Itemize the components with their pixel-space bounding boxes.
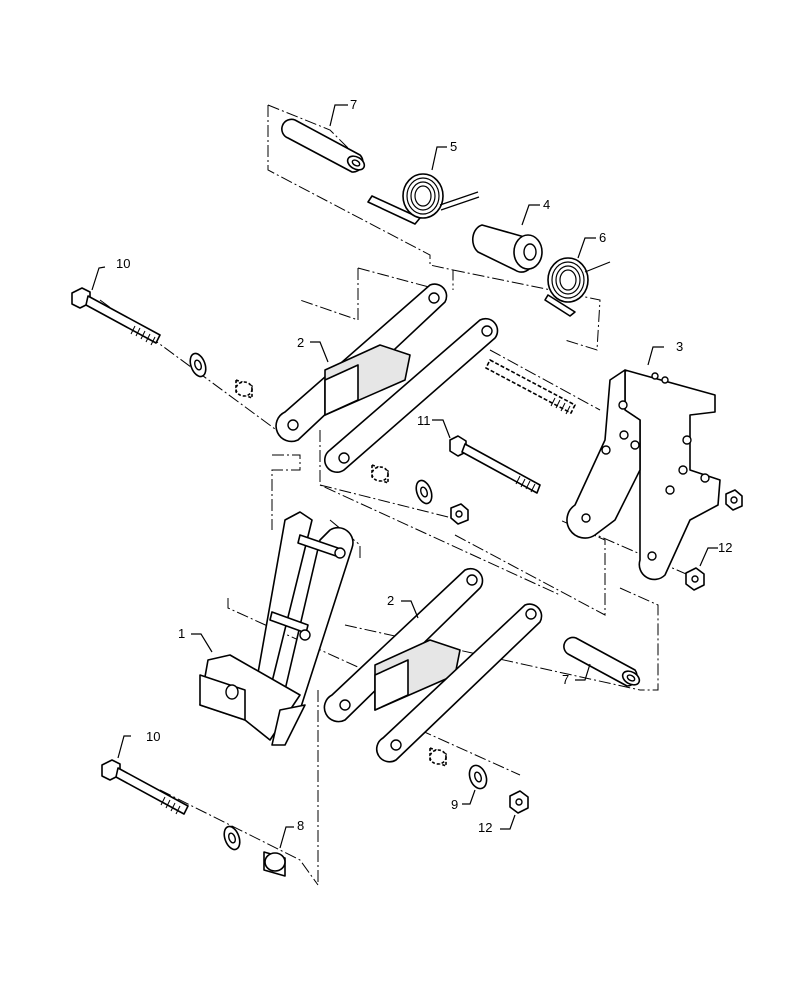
washer-lower xyxy=(223,825,241,851)
callout-7-upper: 7 xyxy=(350,97,357,112)
bracket-3 xyxy=(566,369,721,581)
torsion-spring-5 xyxy=(367,173,480,225)
pin-lower xyxy=(563,636,641,687)
link-upper-2 xyxy=(275,283,499,473)
bolt-hidden-11 xyxy=(485,359,576,415)
torsion-spring-6 xyxy=(544,257,611,317)
nut-middle xyxy=(450,503,469,525)
callout-12-lower: 12 xyxy=(478,820,492,835)
callout-9: 9 xyxy=(451,797,458,812)
nut-12-lower xyxy=(509,790,529,814)
bushing-4 xyxy=(471,224,543,273)
nut-12-upper xyxy=(685,567,705,591)
washer-9 xyxy=(468,764,488,790)
spacer-upper xyxy=(235,379,253,399)
washer-upper xyxy=(189,352,207,378)
spacer-8 xyxy=(263,851,286,877)
callout-11: 11 xyxy=(417,413,431,428)
callout-7-lower: 7 xyxy=(562,672,569,687)
spacer-middle xyxy=(371,464,389,484)
spacer-lower xyxy=(429,747,447,767)
callout-10-lower: 10 xyxy=(146,729,160,744)
callout-2-lower: 2 xyxy=(387,593,394,608)
bolt-lower-10 xyxy=(101,759,189,815)
callout-6: 6 xyxy=(599,230,606,245)
callout-1: 1 xyxy=(178,626,185,641)
washer-middle xyxy=(415,479,433,505)
nut-bracket xyxy=(725,489,743,511)
pin-upper xyxy=(281,118,366,173)
callout-8: 8 xyxy=(297,818,304,833)
callout-2-upper: 2 xyxy=(297,335,304,350)
link-lower-2 xyxy=(323,567,543,763)
mount-1 xyxy=(199,511,354,746)
callout-4: 4 xyxy=(543,197,550,212)
bolt-11 xyxy=(449,435,541,494)
callout-10-upper: 10 xyxy=(116,256,130,271)
bolt-upper-10 xyxy=(71,287,161,346)
callout-3: 3 xyxy=(676,339,683,354)
callout-5: 5 xyxy=(450,139,457,154)
callouts: 7 5 4 6 10 2 3 11 12 2 1 7 10 9 12 8 xyxy=(91,97,732,849)
callout-12-upper: 12 xyxy=(718,540,732,555)
